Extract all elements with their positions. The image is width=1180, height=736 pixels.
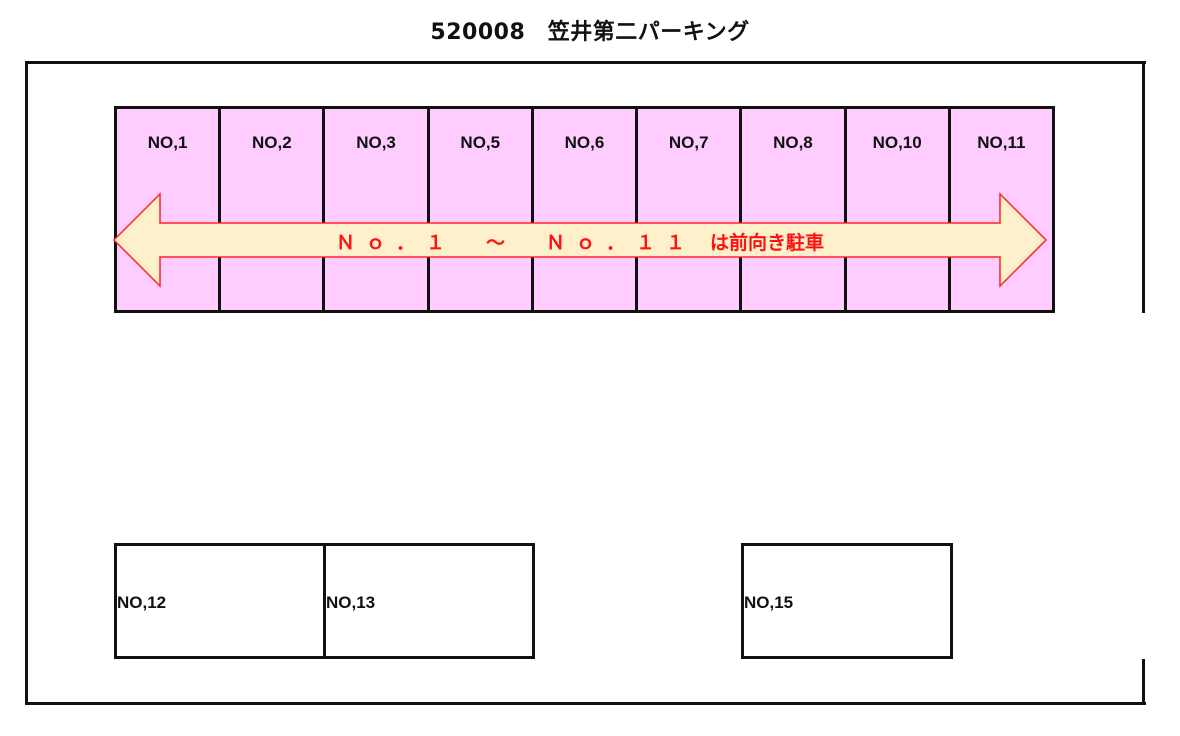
parking-space[interactable]: NO,2 [221, 109, 326, 310]
front-parking-instruction: は前向き駐車 [710, 231, 825, 254]
parking-space[interactable]: NO,12 [114, 543, 326, 659]
front-parking-note: Ｎｏ．１ ～ Ｎｏ．１１ は前向き駐車 [112, 223, 1048, 259]
wall-bottom [25, 702, 1146, 705]
parking-space[interactable]: NO,7 [638, 109, 743, 310]
parking-space-label: NO,6 [564, 133, 605, 152]
page-title: 520008 笠井第二パーキング [430, 20, 750, 45]
wall-right-lower [1142, 659, 1145, 705]
parking-space-label: NO,12 [117, 593, 167, 612]
parking-space[interactable]: NO,6 [534, 109, 639, 310]
parking-space-label: NO,10 [872, 133, 922, 152]
parking-space-label: NO,11 [977, 133, 1026, 152]
parking-space-label: NO,2 [251, 133, 292, 152]
wall-right-upper [1142, 61, 1145, 313]
front-parking-row: NO,1 NO,2 NO,3 NO,5 NO,6 NO,7 NO,8 NO,10… [114, 106, 1055, 313]
wall-top [25, 61, 1146, 64]
parking-space[interactable]: NO,5 [430, 109, 534, 310]
parking-space[interactable]: NO,15 [741, 543, 953, 659]
parking-space-label: NO,3 [356, 133, 396, 152]
parking-space-label: NO,1 [147, 133, 188, 152]
parking-space-label: NO,7 [668, 133, 709, 152]
parking-space[interactable]: NO,11 [951, 109, 1052, 310]
parking-space[interactable]: NO,3 [325, 109, 430, 310]
space-range-text: Ｎｏ．１ ～ Ｎｏ．１１ [335, 231, 696, 254]
parking-space-label: NO,15 [744, 593, 794, 612]
parking-space[interactable]: NO,8 [742, 109, 847, 310]
parking-space[interactable]: NO,13 [323, 543, 535, 659]
parking-space[interactable]: NO,1 [117, 109, 222, 310]
wall-left [25, 61, 28, 705]
double-arrow-icon [112, 192, 1048, 288]
parking-space-label: NO,5 [460, 133, 501, 152]
parking-space-label: NO,13 [326, 593, 376, 612]
parking-space[interactable]: NO,10 [847, 109, 951, 310]
parking-space-label: NO,8 [773, 133, 813, 152]
